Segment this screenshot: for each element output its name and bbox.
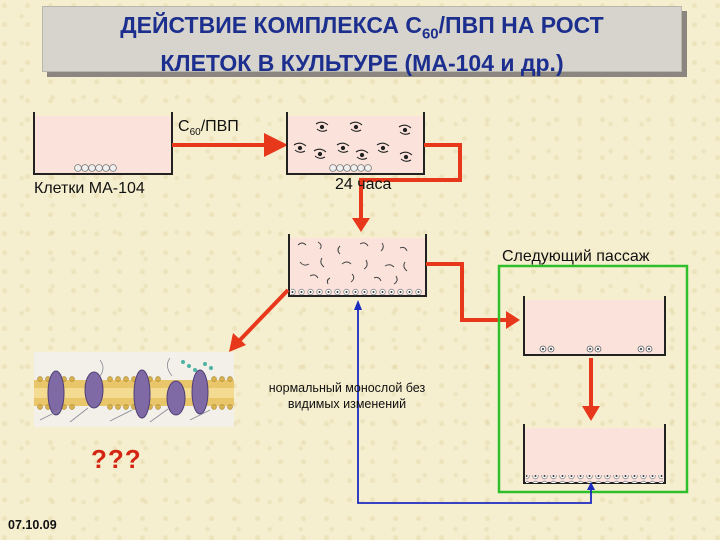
dish-passage-2 (523, 424, 666, 484)
arrow-to-membrane-line (238, 288, 290, 342)
dish-monolayer-cells (291, 288, 424, 296)
hours-label: 24 часа (335, 176, 392, 193)
blue-link-head-passage (587, 482, 595, 490)
title-box: ДЕЙСТВИЕ КОМПЛЕКСА С60/ПВП НА РОСТ КЛЕТО… (42, 6, 682, 76)
dish-passage-1 (523, 296, 666, 356)
dish-monolayer (288, 234, 427, 297)
dish-treated (286, 112, 425, 175)
membrane-filaments (39, 357, 211, 423)
dish-cells-cells (74, 164, 117, 172)
dish-cells-medium (34, 116, 172, 174)
blue-link-head-up (354, 300, 362, 310)
title-line-1: ДЕЙСТВИЕ КОМПЛЕКСА С60/ПВП НА РОСТ (120, 12, 604, 43)
blue-link-line (357, 306, 592, 504)
question-marks: ??? (91, 444, 142, 474)
next-passage-frame (497, 264, 689, 494)
reagent-label: С60/ПВП (178, 118, 239, 139)
arrow-to-passage-head (506, 311, 520, 329)
arrow-to-membrane-head (229, 333, 246, 352)
cells-label: Клетки МА-104 (34, 180, 145, 197)
dish-passage-2-medium (524, 428, 665, 483)
next-passage-label: Следующий пассаж (502, 248, 650, 265)
arrow-passage-down-head (582, 406, 600, 421)
monolayer-caption-line-2: видимых изменений (287, 397, 407, 411)
arrow-to-passage-path (426, 262, 508, 322)
arrow-dish2-to-dish3-path (359, 143, 462, 220)
dish-monolayer-medium (289, 238, 426, 296)
date-label: 07.10.09 (8, 518, 57, 532)
monolayer-caption: нормальный монослой без видимых изменени… (252, 380, 442, 412)
dish-passage-1-cells (539, 345, 653, 353)
monolayer-caption-line-1: нормальный монослой без (268, 381, 426, 395)
arrow-dish2-to-dish3-head (352, 218, 370, 232)
dish-cells (33, 112, 173, 175)
dish-treated-cells (329, 164, 372, 172)
membrane-proteins (47, 369, 209, 419)
membrane-illustration (34, 352, 234, 427)
membrane-sugar-chains (181, 360, 213, 372)
title-line-2: КЛЕТОК В КУЛЬТУРЕ (МА-104 и др.) (160, 49, 564, 76)
c60-particles (293, 121, 413, 162)
dish-passage-2-cells (526, 475, 663, 483)
dish-monolayer-fibers (297, 241, 408, 285)
